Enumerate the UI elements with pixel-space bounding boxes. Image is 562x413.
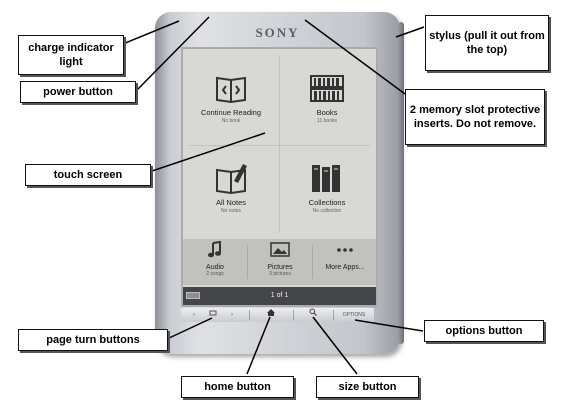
callout-home-button: home button bbox=[181, 376, 294, 398]
ellipsis-icon bbox=[337, 248, 353, 252]
app-separator bbox=[312, 245, 313, 279]
app-label: Audio bbox=[206, 264, 224, 271]
tile-all-notes[interactable]: All Notes No notes bbox=[185, 161, 277, 214]
callout-charge-indicator: charge indicator light bbox=[18, 35, 124, 75]
picture-icon bbox=[270, 242, 290, 257]
touch-screen[interactable]: Continue Reading No book Books 11 books bbox=[181, 47, 378, 307]
leader-memory bbox=[304, 19, 406, 95]
page-icon bbox=[209, 310, 217, 316]
app-label: Pictures bbox=[267, 264, 293, 271]
leader-charge bbox=[122, 20, 180, 45]
app-more-apps[interactable]: More Apps... bbox=[313, 241, 377, 283]
page-indicator: 1 of 1 bbox=[270, 292, 289, 299]
app-pictures[interactable]: Pictures 3 pictures bbox=[248, 241, 312, 283]
callout-options-button: options button bbox=[424, 320, 544, 342]
tile-continue-reading[interactable]: Continue Reading No book bbox=[185, 71, 277, 124]
app-audio[interactable]: Audio 2 songs bbox=[183, 240, 247, 283]
leader-size bbox=[312, 316, 358, 375]
tile-sublabel: No collection bbox=[312, 208, 342, 214]
tile-collections[interactable]: Collections No collection bbox=[281, 161, 373, 214]
callout-stylus: stylus (pull it out from the top) bbox=[425, 15, 549, 71]
app-label: More Apps... bbox=[325, 264, 365, 271]
leader-home bbox=[246, 316, 271, 375]
home-hw-button[interactable] bbox=[251, 308, 291, 322]
battery-icon bbox=[186, 292, 200, 299]
sony-reader-device: SONY Continue Reading No book bbox=[155, 12, 404, 354]
tile-books[interactable]: Books 11 books bbox=[281, 71, 373, 124]
tile-label: Books bbox=[316, 108, 338, 117]
page-prev-button[interactable]: ‹ bbox=[193, 312, 195, 318]
grid-divider-vertical bbox=[279, 55, 280, 233]
app-sublabel: 3 pictures bbox=[269, 271, 291, 277]
page-next-button[interactable]: › bbox=[231, 312, 233, 318]
app-sublabel: 2 songs bbox=[206, 271, 224, 277]
tile-sublabel: No book bbox=[221, 118, 241, 124]
status-bar: 1 of 1 bbox=[183, 287, 376, 305]
page-turn-center bbox=[203, 308, 223, 322]
bookshelf-icon bbox=[310, 75, 344, 102]
leader-options bbox=[354, 319, 424, 332]
apps-bar: Audio 2 songs Pictures 3 pictures More A… bbox=[183, 239, 376, 285]
callout-power-button: power button bbox=[20, 81, 136, 103]
app-separator bbox=[247, 245, 248, 279]
brand-logo: SONY bbox=[255, 25, 300, 40]
leader-power bbox=[136, 16, 210, 91]
callout-touch-screen: touch screen bbox=[25, 164, 151, 186]
leader-stylus bbox=[395, 26, 425, 38]
grid-divider-horizontal bbox=[189, 145, 370, 146]
callout-memory-slot: 2 memory slot protective inserts. Do not… bbox=[405, 89, 545, 145]
books-collection-icon bbox=[312, 165, 340, 192]
tile-label: All Notes bbox=[215, 198, 246, 207]
callout-page-turn: page turn buttons bbox=[18, 329, 168, 351]
music-note-icon bbox=[208, 240, 221, 258]
notebook-pen-icon bbox=[216, 164, 247, 195]
tile-label: Continue Reading bbox=[200, 108, 262, 117]
stylus-slot bbox=[398, 22, 404, 344]
leader-touch bbox=[151, 132, 266, 172]
button-separator bbox=[249, 310, 250, 320]
size-hw-button[interactable] bbox=[295, 308, 331, 322]
open-book-icon bbox=[216, 76, 246, 104]
home-icon bbox=[267, 309, 275, 316]
tile-label: Collections bbox=[308, 198, 346, 207]
magnifier-icon bbox=[309, 308, 317, 316]
options-hw-button[interactable]: OPTIONS bbox=[342, 312, 366, 318]
tile-sublabel: 11 books bbox=[317, 118, 337, 124]
callout-size-button: size button bbox=[316, 376, 419, 398]
leader-page-turn bbox=[166, 317, 213, 340]
tile-sublabel: No notes bbox=[220, 208, 241, 214]
button-separator bbox=[293, 310, 294, 320]
button-separator bbox=[333, 310, 334, 320]
hardware-button-row: ‹ › OPTIONS bbox=[181, 308, 374, 322]
